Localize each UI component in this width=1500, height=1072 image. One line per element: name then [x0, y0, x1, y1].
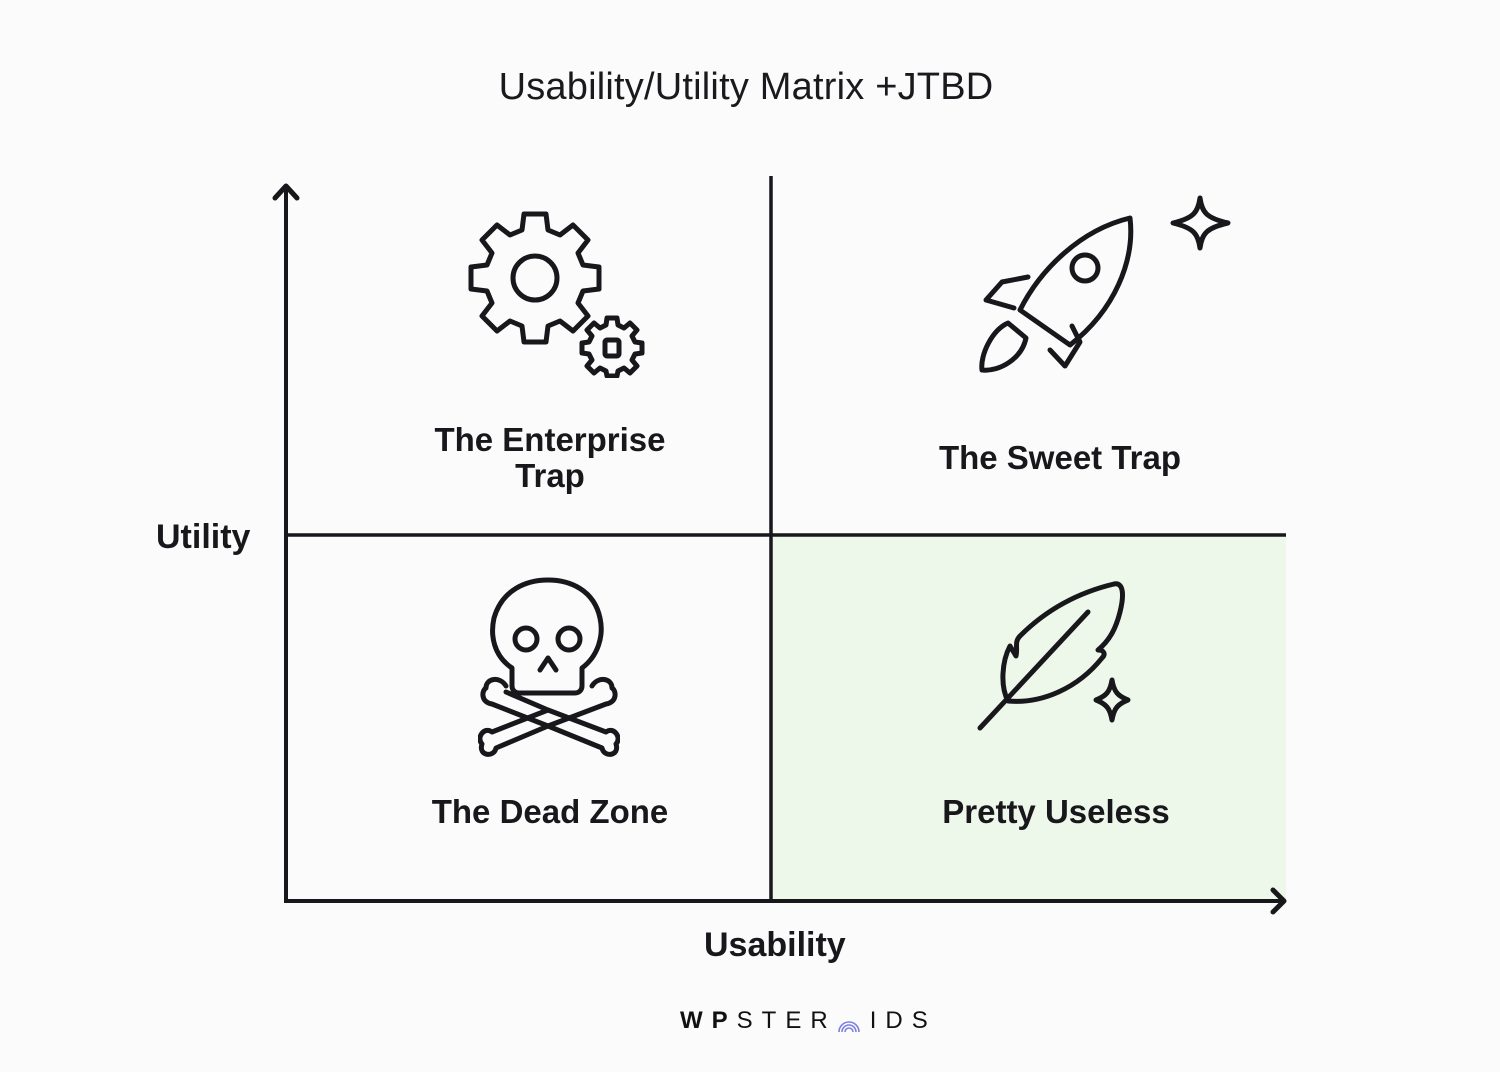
skull-crossbones-icon: [478, 577, 620, 757]
label-line-2: Trap: [515, 457, 585, 494]
quadrant-label-enterprise-trap: The Enterprise Trap: [400, 422, 700, 494]
brand-part-2: STER: [736, 1007, 837, 1034]
quadrant-label-dead-zone: The Dead Zone: [431, 793, 669, 830]
gears-icon: [468, 211, 645, 378]
quadrant-bottom-right-highlight: [771, 535, 1286, 901]
y-axis-label: Utility: [156, 518, 251, 556]
quadrant-label-pretty-useless: Pretty Useless: [942, 793, 1170, 830]
brand-part-1: WP: [680, 1007, 737, 1034]
diagram-title: Usability/Utility Matrix +JTBD: [498, 66, 994, 108]
feather-icon: [977, 581, 1131, 731]
quadrant-label-sweet-trap: The Sweet Trap: [938, 439, 1182, 476]
label-line-1: The Enterprise: [434, 421, 666, 458]
signal-arc-icon: [837, 1021, 860, 1032]
x-axis-label: Usability: [704, 926, 846, 964]
rocket-icon: [979, 195, 1231, 373]
brand-logo: WP STER IDS: [680, 1006, 937, 1036]
brand-part-3: IDS: [869, 1007, 937, 1034]
